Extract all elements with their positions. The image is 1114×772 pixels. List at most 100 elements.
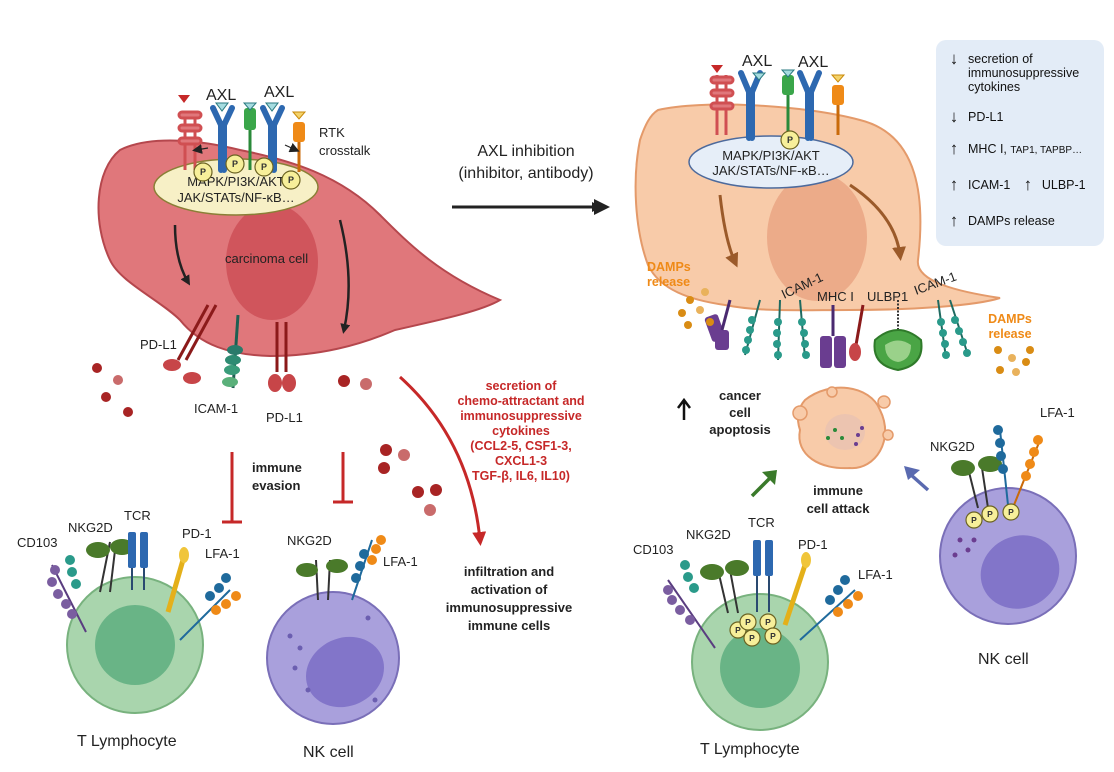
up-arrow-icon: ↑: [1023, 175, 1033, 194]
crosstalk-arrow-right: [284, 142, 300, 153]
legend-item-cytokines: ↓secretion of immunosuppressive cytokine…: [949, 49, 1080, 94]
up-arrow-icon: ↑: [949, 175, 959, 194]
down-arrow-icon: ↓: [949, 49, 959, 68]
r-axl-2: [797, 70, 822, 141]
r-rtk-red: [709, 65, 735, 135]
svg-text:P: P: [745, 617, 751, 627]
r-mhc-label: MHC I: [817, 289, 854, 304]
carcinoma-cell: carcinoma cell MAPK/PI3K/AKT JAK/STATs/N…: [97, 139, 503, 358]
apoptosis-up-arrow: [677, 397, 691, 420]
pdl1-a-protein: [163, 304, 218, 384]
rn-nkg2d-label: NKG2D: [930, 439, 975, 454]
svg-text:activation of: activation of: [471, 582, 548, 597]
r-green-receptor: [780, 69, 796, 132]
r-orange-receptor: [830, 74, 846, 135]
nk-attack-arrowhead: [904, 466, 920, 480]
legend-item-icam-ulbp: ↑ICAM-1 ↑ULBP-1: [949, 175, 1086, 194]
up-arrow-icon: ↑: [949, 139, 959, 158]
tcr-protein: [128, 532, 148, 590]
phospho-sites-left: [193, 154, 301, 190]
attack-2: cell attack: [807, 501, 871, 516]
r-pathway-2: JAK/STATs/NF-κB…: [712, 163, 829, 178]
rtk-receptor-orange: [291, 111, 307, 172]
svg-text:immunosuppressive: immunosuppressive: [460, 409, 582, 423]
rt-name: T Lymphocyte: [700, 741, 800, 758]
right-membrane-proteins: [704, 299, 971, 372]
damps-b-1: DAMPs: [988, 312, 1032, 326]
crosstalk-label: crosstalk: [319, 143, 371, 158]
pd1-protein: [165, 547, 189, 613]
lt-cd103: CD103: [17, 535, 57, 550]
ln-name: NK cell: [303, 744, 354, 761]
left-axl-label-1: AXL: [206, 87, 236, 104]
rn-lfa1-label: LFA-1: [1040, 405, 1075, 420]
apoptotic-cell: [792, 386, 894, 470]
tcell-attack-arrow: [750, 474, 774, 498]
right-receptors: P: [709, 65, 846, 150]
lt-nkg2d: NKG2D: [68, 520, 113, 535]
axl-receptor-1: [210, 105, 235, 173]
nk-left-nkg2d: [296, 559, 348, 601]
immune-evasion-1: immune: [252, 460, 302, 475]
apoptosis-3: apoptosis: [709, 422, 770, 437]
svg-text:(CCL2-5, CSF1-3,: (CCL2-5, CSF1-3,: [470, 439, 571, 453]
r-axl-1: [738, 70, 763, 141]
r-cd103: [663, 560, 716, 649]
r-phospho-label: P: [787, 135, 793, 145]
rt-nkg2d: NKG2D: [686, 527, 731, 542]
crosstalk-arrow-left: [192, 144, 209, 154]
r-signal-arrow-2: [849, 183, 906, 261]
svg-text:P: P: [1008, 507, 1014, 517]
rn-phospho: [965, 503, 1020, 529]
axl-receptor-2: [260, 105, 285, 173]
r-mhc-i: [820, 305, 846, 368]
nk-left-granules: [287, 615, 378, 703]
attack-1: immune: [813, 483, 863, 498]
svg-text:cytokines: cytokines: [492, 424, 550, 438]
effects-legend: ↓secretion of immunosuppressive cytokine…: [936, 40, 1104, 246]
green-receptor: [242, 102, 258, 170]
svg-text:P: P: [971, 515, 977, 525]
svg-text:chemo-attractant and: chemo-attractant and: [457, 394, 584, 408]
left-nk-cell: [266, 535, 400, 725]
r-axl-triangle-1: [751, 72, 767, 81]
treated-nucleus: [767, 173, 867, 301]
icam1-left-label: ICAM-1: [194, 401, 238, 416]
lt-name: T Lymphocyte: [77, 733, 177, 750]
lfa1-protein: [179, 573, 241, 641]
damps-a-1: DAMPs: [647, 260, 691, 274]
left-receptors: PP PP: [177, 95, 307, 190]
secretion-arrow: [398, 375, 487, 546]
rn-name: NK cell: [978, 651, 1029, 668]
axl-inhibition-line-1: AXL inhibition: [477, 143, 574, 160]
axl-ligand-triangle-1: [215, 102, 229, 112]
svg-text:P: P: [765, 617, 771, 627]
secretion-text: secretion of chemo-attractant and immuno…: [457, 379, 584, 483]
svg-text:secretion of: secretion of: [486, 379, 558, 393]
lt-pd1: PD-1: [182, 526, 212, 541]
rt-lfa1: LFA-1: [858, 567, 893, 582]
rn-granules: [952, 537, 977, 558]
r-nkg2d: [700, 560, 749, 614]
r-icam-a: [742, 299, 810, 361]
inhibition-marks: [222, 452, 353, 524]
svg-text:P: P: [735, 625, 741, 635]
cytokine-dots: [92, 363, 442, 516]
rtk-label: RTK: [319, 125, 345, 140]
r-lfa1: [799, 575, 863, 641]
svg-text:P: P: [770, 631, 776, 641]
r-axl-label-2: AXL: [798, 54, 828, 71]
apoptosis-1: cancer: [719, 388, 761, 403]
svg-text:TGF-β, IL6, IL10): TGF-β, IL6, IL10): [472, 469, 570, 483]
legend-item-mhc: ↑MHC I, TAP1, TAPBP…: [949, 139, 1083, 158]
r-pd1: [782, 552, 811, 626]
icam1-protein-left: [222, 314, 243, 389]
right-t-lymphocyte: PP PP P: [663, 540, 863, 731]
svg-text:P: P: [749, 633, 755, 643]
axl-inhibition-arrowhead: [594, 199, 610, 215]
pdl1-b-protein: [268, 322, 296, 392]
damps-b-2: release: [988, 327, 1031, 341]
left-membrane-proteins: [163, 304, 296, 392]
svg-text:P: P: [232, 159, 238, 169]
